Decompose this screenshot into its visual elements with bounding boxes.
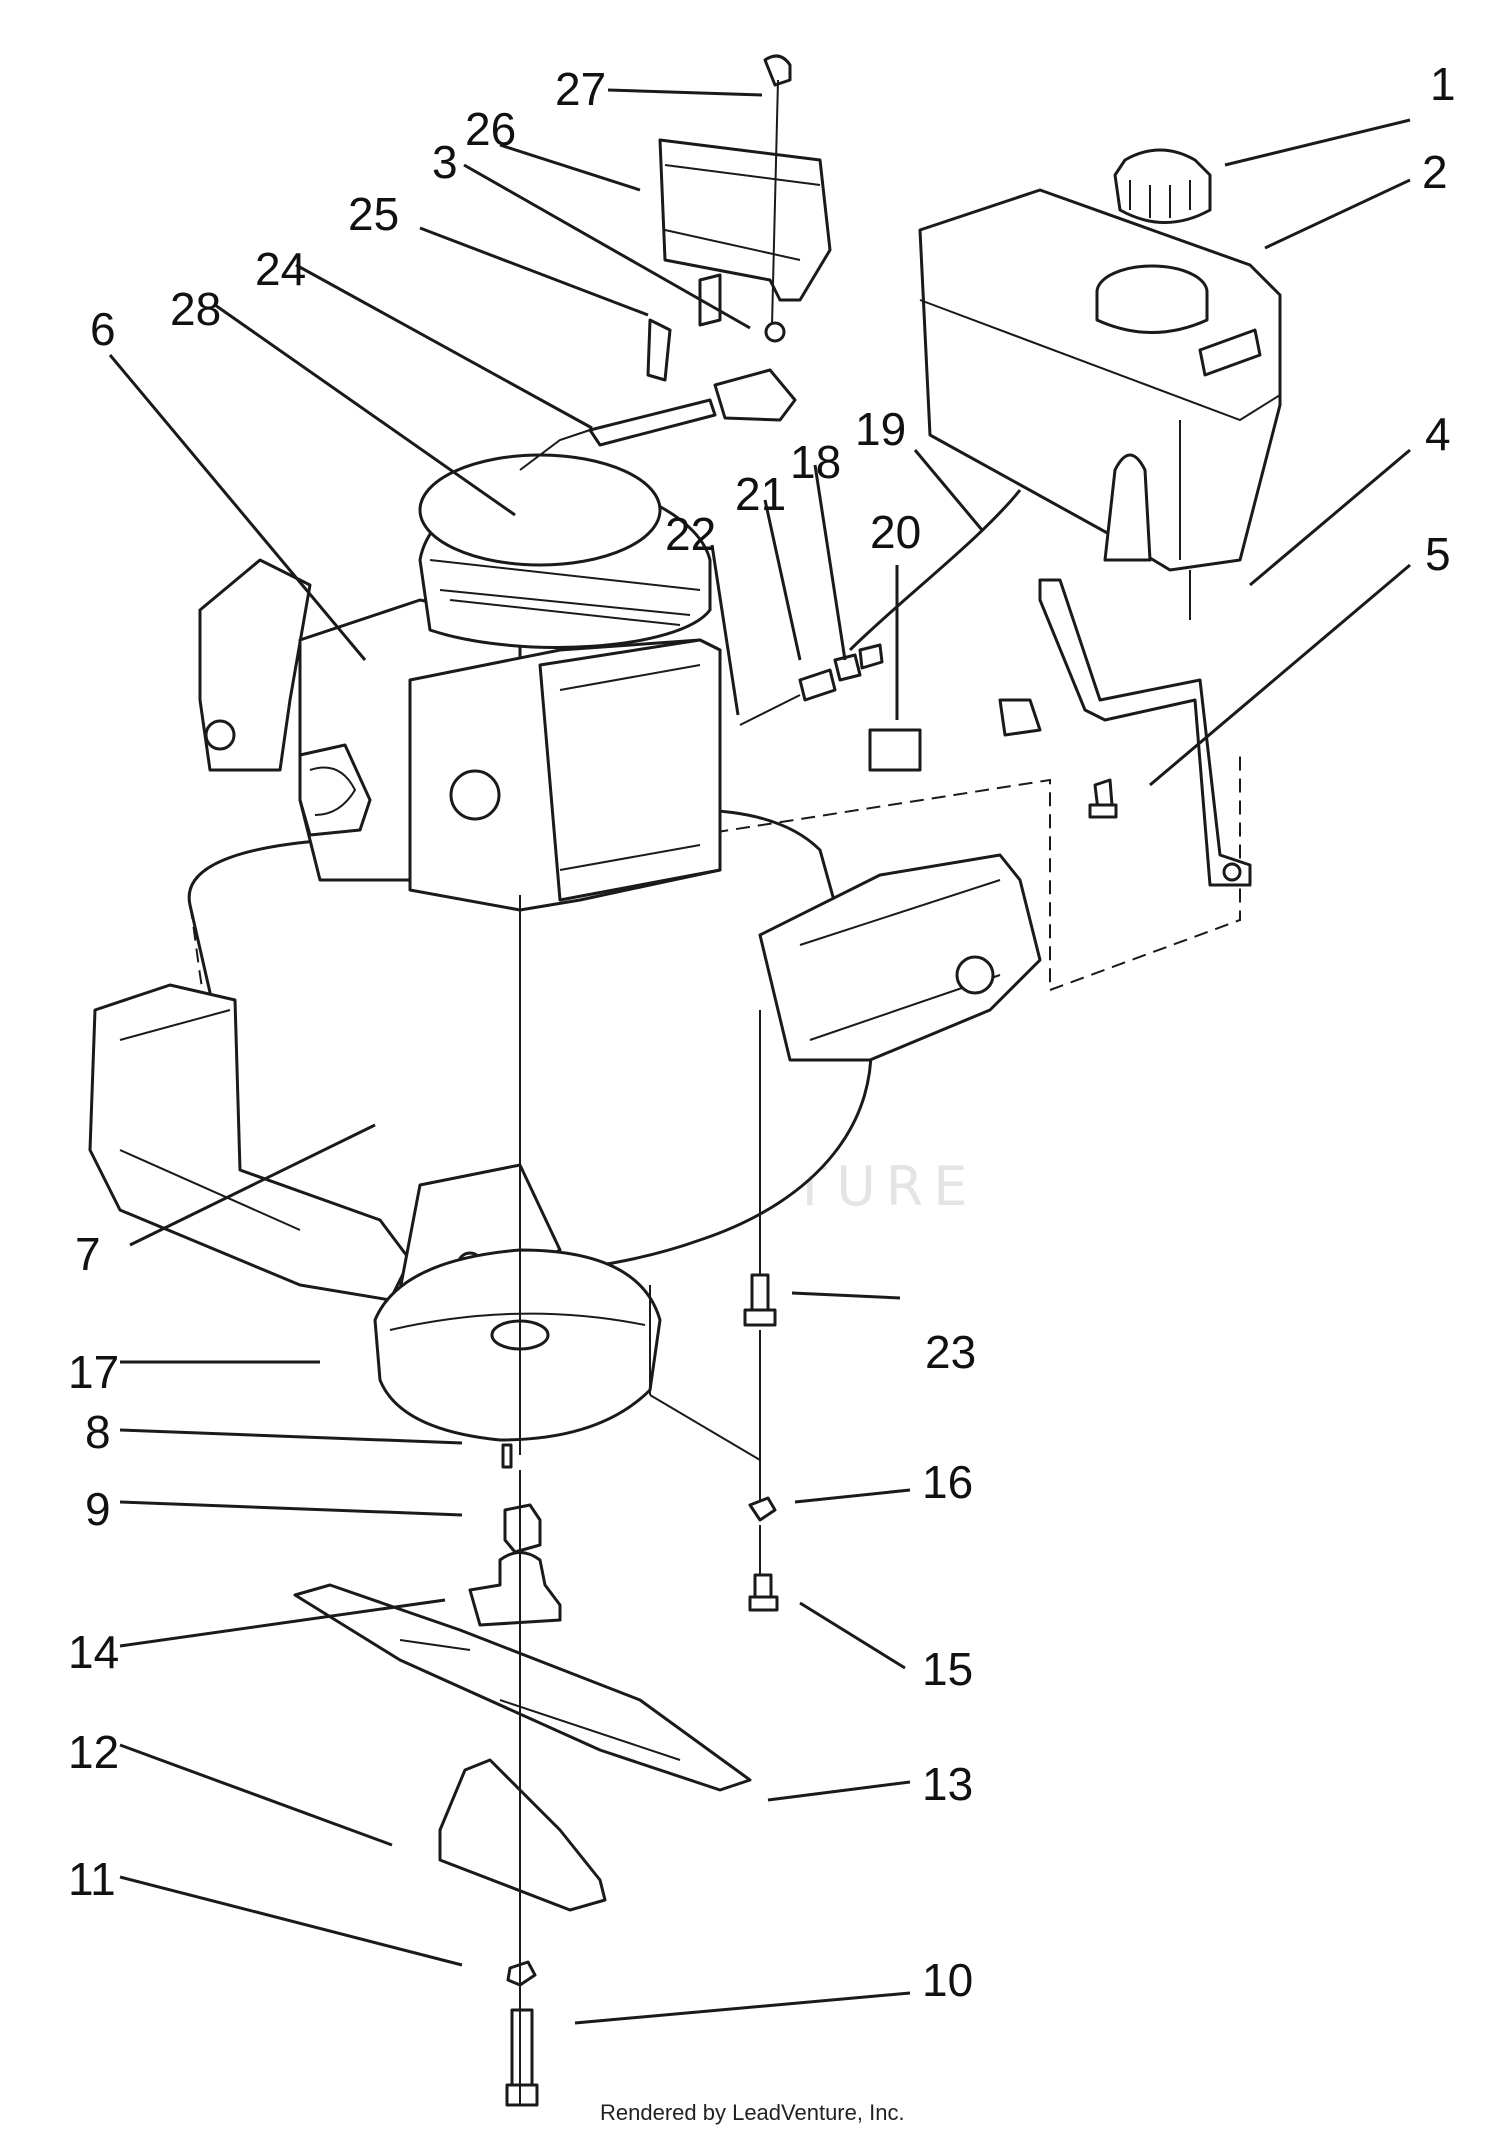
callout-23: 23 xyxy=(925,1326,976,1378)
cable-bracket xyxy=(658,138,832,327)
callout-27: 27 xyxy=(555,63,606,115)
throttle-cable xyxy=(519,318,797,471)
washer-16 xyxy=(748,1496,777,1522)
blade-deflector xyxy=(438,1758,607,1912)
credit-line: Rendered by LeadVenture, Inc. xyxy=(600,2100,905,2125)
callout-17: 17 xyxy=(68,1346,119,1398)
callout-28: 28 xyxy=(170,283,221,335)
fuel-tank xyxy=(918,188,1282,572)
callout-10: 10 xyxy=(922,1954,973,2006)
engine xyxy=(198,453,1008,912)
assembly-axes xyxy=(519,420,1191,2105)
callout-4: 4 xyxy=(1425,408,1451,460)
callout-7: 7 xyxy=(75,1228,101,1280)
callout-16: 16 xyxy=(922,1456,973,1508)
callout-24: 24 xyxy=(255,243,306,295)
callout-8: 8 xyxy=(85,1406,111,1458)
callout-18: 18 xyxy=(790,436,841,488)
callout-1: 1 xyxy=(1430,58,1456,110)
callout-3: 3 xyxy=(432,136,458,188)
callout-25: 25 xyxy=(348,188,399,240)
callout-12: 12 xyxy=(68,1726,119,1778)
callout-13: 13 xyxy=(922,1758,973,1810)
callout-labels: 1 2 3 4 5 6 7 8 9 10 11 12 13 14 15 16 1… xyxy=(68,58,1456,2006)
mower-blade xyxy=(293,1583,752,1792)
blade-bolt xyxy=(505,2008,539,2107)
callout-19: 19 xyxy=(855,403,906,455)
spring-rod xyxy=(763,54,792,343)
blade-washer xyxy=(506,1960,537,1987)
fuel-cap xyxy=(1113,148,1212,224)
screw xyxy=(1088,778,1118,819)
blade-flange xyxy=(373,1248,662,1442)
blade-key xyxy=(501,1443,513,1469)
callout-26: 26 xyxy=(465,103,516,155)
callout-11: 11 xyxy=(68,1853,116,1905)
callout-6: 6 xyxy=(90,303,116,355)
fuel-fittings xyxy=(739,643,884,726)
bolt-15 xyxy=(748,1573,779,1612)
callout-5: 5 xyxy=(1425,528,1451,580)
tank-bracket xyxy=(998,578,1252,887)
callout-2: 2 xyxy=(1422,146,1448,198)
bolt-23 xyxy=(743,1273,777,1327)
blade-adapter xyxy=(468,1551,562,1627)
callout-21: 21 xyxy=(735,468,786,520)
callout-9: 9 xyxy=(85,1483,111,1535)
spacer xyxy=(503,1503,542,1554)
decal xyxy=(868,728,922,772)
callout-15: 15 xyxy=(922,1643,973,1695)
callout-22: 22 xyxy=(665,508,716,560)
callout-14: 14 xyxy=(68,1626,119,1678)
leader-lines xyxy=(108,88,1411,2025)
callout-20: 20 xyxy=(870,506,921,558)
mower-deck xyxy=(88,750,1241,1322)
fuel-line xyxy=(848,489,1022,652)
